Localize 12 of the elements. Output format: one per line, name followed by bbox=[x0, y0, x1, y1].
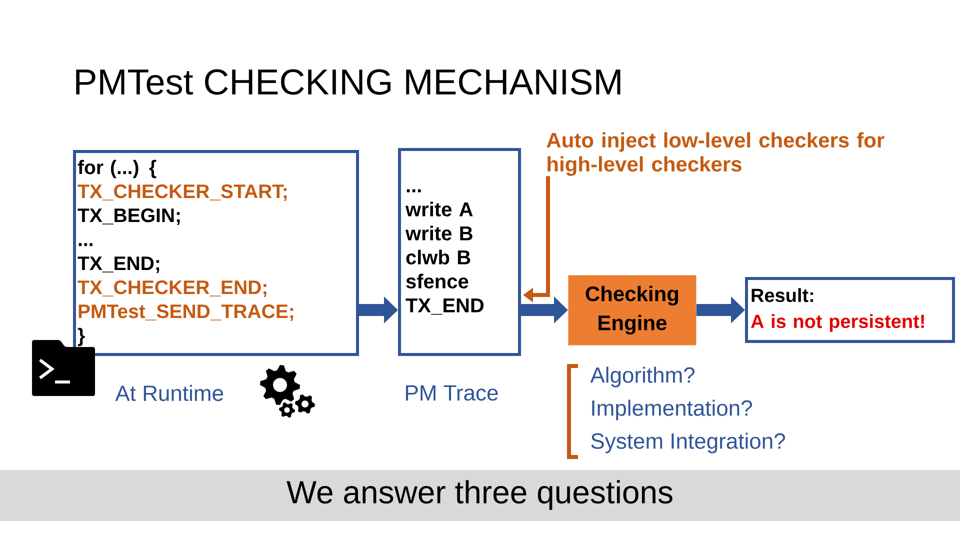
node-label: PM Trace bbox=[406, 385, 498, 401]
title: PMTest CHECKING MECHANISM bbox=[76, 69, 620, 95]
trace-box: ... write A write B clwb B sfence TX_END bbox=[398, 148, 521, 356]
question-text: Algorithm? bbox=[590, 366, 695, 388]
result-box: Result: A is not persistent! bbox=[745, 277, 955, 343]
banner-text: We answer three questions bbox=[286, 480, 672, 510]
question-text: System Integration? bbox=[591, 432, 785, 454]
annotation-text: Auto inject low-level checkers for high-level checkers bbox=[546, 132, 884, 176]
question-text: Implementation? bbox=[592, 400, 752, 420]
node-label: At Runtime bbox=[115, 384, 224, 402]
engine-box: Checking Engine bbox=[568, 275, 696, 346]
code-box: for (...) { TX_CHECKER_START; TX_BEGIN; ... TX_END; TX_CHECKER_END; PMTest_SEND_TRACE; } bbox=[73, 150, 359, 356]
